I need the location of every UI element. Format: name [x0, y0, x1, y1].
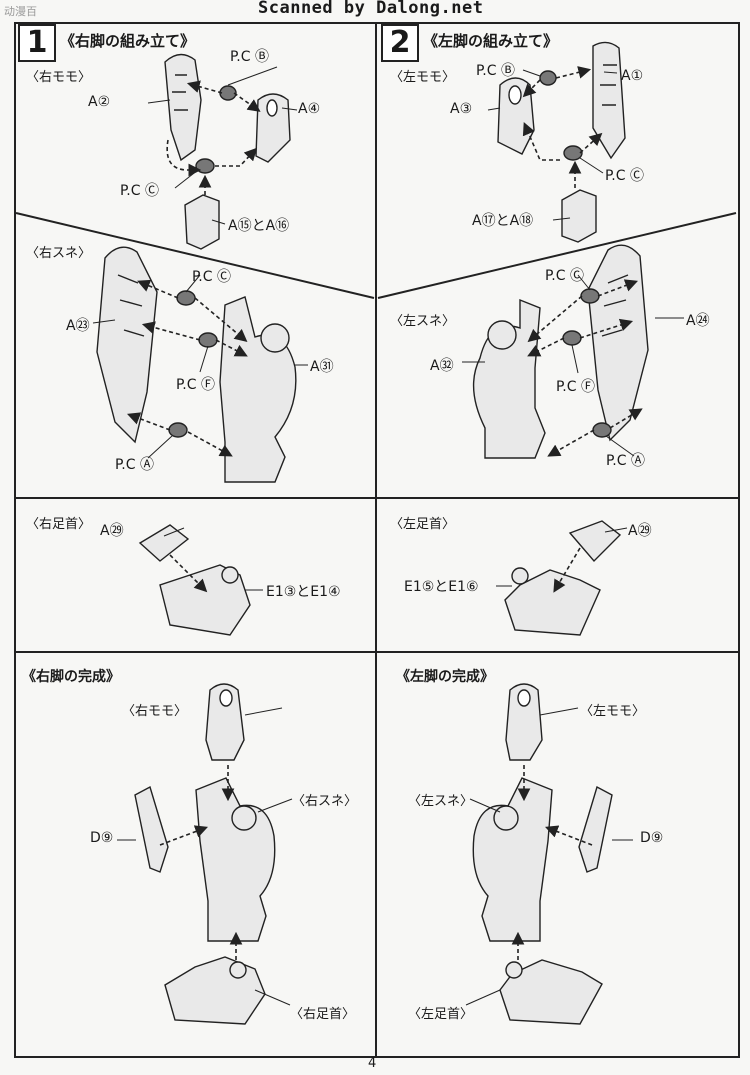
left-complete-shin-label: 〈左スネ〉: [408, 794, 474, 809]
left-shin-diagram: [472, 244, 649, 459]
label-pc-c-left: P.C Ⓒ: [605, 168, 644, 184]
part-a15-a16: [184, 194, 220, 250]
part-a2: [164, 53, 202, 162]
label-a3: A③: [450, 101, 473, 117]
right-complete-shin-label: 〈右スネ〉: [292, 794, 358, 809]
label-a24: A㉔: [686, 313, 710, 329]
label-a29: A㉙: [100, 523, 124, 539]
divider-ankle-left: [377, 497, 738, 499]
left-ankle-heading: 〈左足首〉: [390, 517, 456, 532]
label-pc-f-left: P.C Ⓕ: [556, 379, 595, 395]
part-a17-a18: [561, 189, 597, 243]
part-a24: [587, 244, 649, 442]
right-complete-ankle-label: 〈右足首〉: [290, 1007, 356, 1022]
label-pc-b: P.C Ⓑ: [230, 49, 269, 65]
left-complete-title: 《左脚の完成》: [396, 669, 494, 685]
part-a23: [96, 246, 158, 444]
diagonal-divider-left: [377, 212, 737, 299]
column-divider: [375, 22, 377, 1056]
part-a31: [219, 296, 297, 483]
pc-c-shape: [195, 158, 215, 174]
page-frame: [14, 22, 740, 1058]
pc-b-shape: [219, 85, 237, 101]
part-a29-left: [568, 520, 622, 563]
label-pc-b-left: P.C Ⓑ: [476, 63, 515, 79]
pc-c-shape-left: [563, 145, 583, 161]
part-a1: [592, 41, 626, 160]
right-thigh-heading: 〈右モモ〉: [26, 70, 92, 85]
right-thigh-diagram: [164, 53, 291, 250]
label-shin-pc-c: P.C Ⓒ: [192, 269, 231, 285]
pc-b-shape-left: [539, 70, 557, 86]
label-pc-a: P.C Ⓐ: [115, 457, 154, 473]
label-pc-a-left: P.C Ⓐ: [606, 453, 645, 469]
right-shin-diagram: [96, 246, 297, 483]
label-pc-c: P.C Ⓒ: [120, 183, 159, 199]
divider-complete-right: [14, 651, 375, 653]
right-ankle-diagram: [138, 524, 251, 636]
right-ankle-heading: 〈右足首〉: [26, 517, 92, 532]
diagonal-divider-right: [15, 212, 375, 299]
label-e1-5-6: E1⑤とE1⑥: [404, 579, 479, 595]
label-a23: A㉓: [66, 318, 90, 334]
divider-complete-left: [377, 651, 738, 653]
label-a4: A④: [298, 101, 321, 117]
label-a2: A②: [88, 94, 111, 110]
right-complete-thigh-label: 〈右モモ〉: [122, 704, 188, 719]
right-shin-heading: 〈右スネ〉: [26, 246, 92, 261]
left-shin-heading: 〈左スネ〉: [390, 314, 456, 329]
label-shin-pc-c-left: P.C Ⓒ: [545, 268, 584, 284]
right-complete-title: 《右脚の完成》: [22, 669, 120, 685]
divider-ankle-right: [14, 497, 375, 499]
label-a17-a18: A⑰とA⑱: [472, 213, 534, 229]
part-a4: [255, 93, 291, 163]
left-complete-diagram: [472, 683, 613, 1025]
label-a15-a16: A⑮とA⑯: [228, 218, 290, 234]
step-1-title: 《右脚の組み立て》: [60, 32, 196, 50]
part-a29: [138, 524, 190, 562]
label-pc-f: P.C Ⓕ: [176, 377, 215, 393]
step-1-number: 1: [18, 24, 56, 62]
label-a29-left: A㉙: [628, 523, 652, 539]
label-e1-3-4: E1③とE1④: [266, 584, 341, 600]
step-2-title: 《左脚の組み立て》: [423, 32, 559, 50]
step-2-number: 2: [381, 24, 419, 62]
label-a1: A①: [621, 68, 644, 84]
left-complete-ankle-label: 〈左足首〉: [408, 1007, 474, 1022]
left-thigh-heading: 〈左モモ〉: [390, 70, 456, 85]
scan-header: 动漫百 Scanned by Dalong.net: [0, 0, 750, 18]
right-complete-part-d9: D⑨: [90, 830, 114, 846]
left-ankle-diagram: [504, 520, 622, 636]
page-number: 4: [368, 1056, 377, 1071]
right-complete-diagram: [134, 683, 276, 1025]
watermark: 动漫百: [4, 5, 37, 18]
label-a32: A㉜: [430, 358, 454, 374]
left-complete-part-d9: D⑨: [640, 830, 664, 846]
left-complete-thigh-label: 〈左モモ〉: [580, 704, 646, 719]
scan-credit: Scanned by Dalong.net: [258, 0, 484, 18]
label-a31: A㉛: [310, 359, 334, 375]
